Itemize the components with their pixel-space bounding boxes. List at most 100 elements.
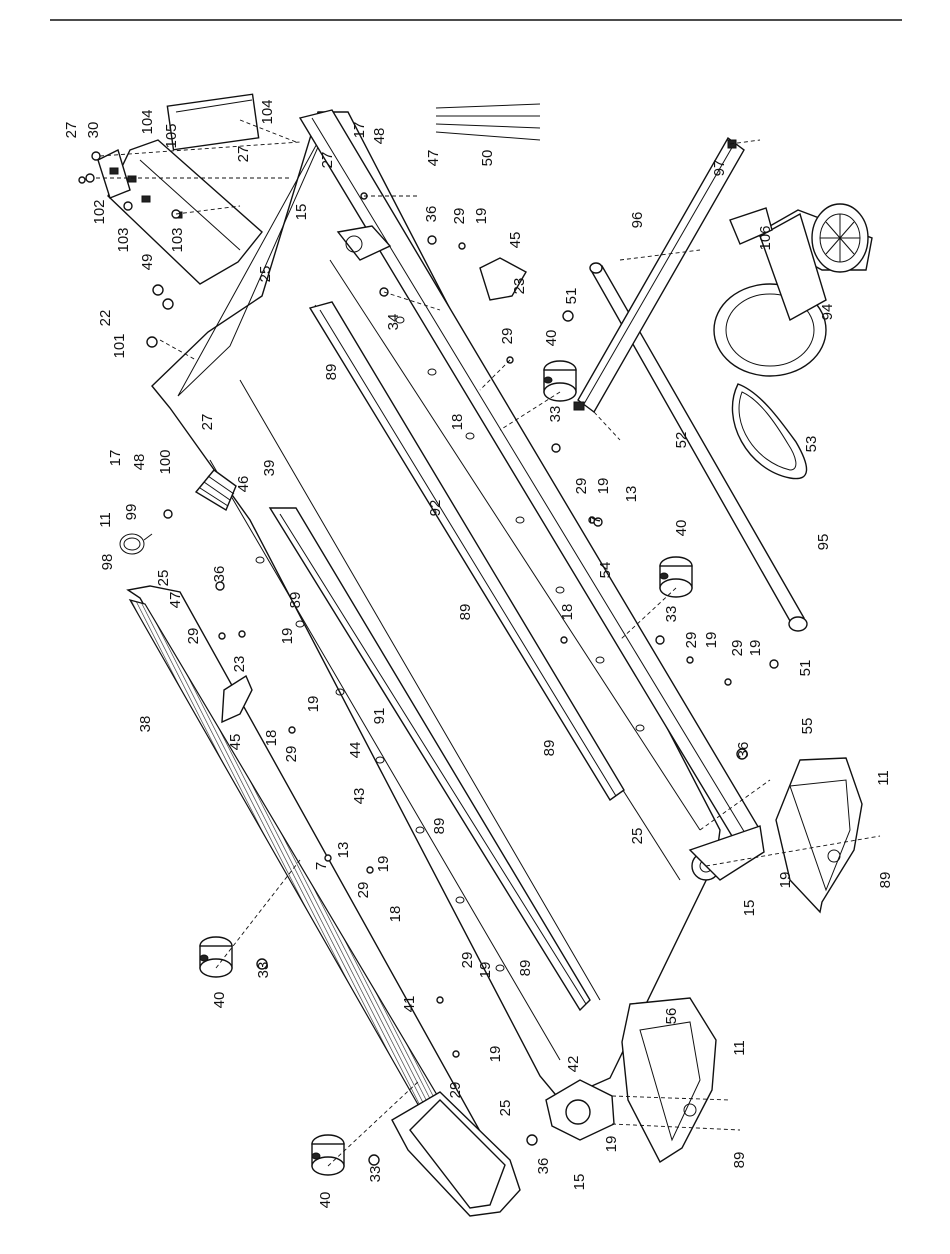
part-number-label-11b: 11 [875,770,892,786]
part-number-label-44: 44 [347,742,364,759]
part-number-label-22: 22 [97,310,114,327]
part-number-label-89a: 89 [323,364,340,381]
drive-belt [731,383,808,480]
safety-key-cord [119,533,153,555]
leveling-feet [199,360,693,1176]
part-number-label-23b: 23 [231,656,248,673]
part-number-label-11c: 11 [731,1040,748,1056]
part-number-label-103b: 103 [169,227,186,252]
part-number-label-91: 91 [371,708,388,725]
bracket-lower [221,674,253,724]
main-frame [151,109,765,1141]
part-number-label-29c: 29 [573,478,590,495]
part-number-label-89e: 89 [431,818,448,835]
part-number-label-30: 30 [85,122,102,139]
part-number-label-29a: 29 [451,208,468,225]
part-number-label-98: 98 [99,554,116,571]
part-number-label-55: 55 [799,718,816,735]
front-pulley [194,469,237,512]
part-number-label-95: 95 [815,534,832,551]
inner-rails [268,301,625,1012]
part-number-label-19h: 19 [777,872,794,889]
part-number-label-89g: 89 [517,960,534,977]
part-number-label-89h: 89 [731,1152,748,1169]
part-number-label-102: 102 [91,199,108,224]
part-number-label-52: 52 [673,432,690,449]
part-number-label-50: 50 [479,150,496,167]
part-number-label-99: 99 [123,504,140,521]
part-number-label-47b: 47 [167,592,184,609]
part-number-label-96: 96 [629,212,646,229]
part-number-label-33a: 33 [547,406,564,423]
part-number-label-19e: 19 [305,696,322,713]
part-number-label-89d: 89 [541,740,558,757]
part-number-label-29b: 29 [499,328,516,345]
part-number-label-40c: 40 [211,992,228,1009]
part-number-label-25c: 25 [629,828,646,845]
part-number-label-29d: 29 [683,632,700,649]
part-number-label-38: 38 [137,716,154,733]
part-number-label-17b: 17 [107,450,124,467]
part-number-label-17a: 17 [351,122,368,139]
part-number-label-49: 49 [139,254,156,271]
part-number-label-47a: 47 [425,150,442,167]
part-number-label-25b: 25 [155,570,172,587]
bracket-upper [479,257,527,301]
part-number-label-29g: 29 [283,746,300,763]
part-number-label-40d: 40 [317,1192,334,1209]
part-number-label-33c: 33 [255,962,272,979]
part-number-label-18b: 18 [559,604,576,621]
part-number-label-27d: 27 [199,414,216,431]
part-number-label-7b: 7 [313,862,330,870]
part-number-label-19g: 19 [375,856,392,873]
part-number-label-13a: 13 [623,486,640,503]
part-number-label-45a: 45 [507,232,524,249]
part-number-label-33d: 33 [367,1166,384,1183]
part-number-label-15b: 15 [741,900,758,917]
part-number-label-40b: 40 [673,520,690,537]
part-number-label-36c: 36 [735,742,752,759]
part-number-label-19f: 19 [279,628,296,645]
cross-tube [573,136,745,414]
part-number-label-46: 46 [235,476,252,493]
motor-control-board [97,93,263,285]
rear-endcap-left [621,997,717,1164]
part-number-label-29j: 29 [447,1082,464,1099]
front-roller [589,262,808,632]
part-number-label-23a: 23 [511,278,528,295]
part-number-label-92: 92 [427,500,444,517]
part-number-label-33b: 33 [663,606,680,623]
part-number-label-101: 101 [111,333,128,358]
part-number-label-41: 41 [401,996,418,1013]
part-number-label-19i: 19 [477,962,494,979]
part-number-label-89c: 89 [457,604,474,621]
left-side-rail [126,585,521,1217]
part-number-label-53: 53 [803,436,820,453]
part-number-label-19d: 19 [747,640,764,657]
part-number-label-19c: 19 [703,632,720,649]
part-number-label-56: 56 [663,1008,680,1025]
part-number-label-36a: 36 [423,206,440,223]
part-number-label-54: 54 [597,562,614,579]
part-number-label-29f: 29 [185,628,202,645]
part-number-label-103a: 103 [115,227,132,252]
part-number-label-106: 106 [757,225,774,250]
part-number-label-25d: 25 [497,1100,514,1117]
leader-lines [96,119,881,1167]
part-number-label-29e: 29 [729,640,746,657]
part-number-label-100: 100 [157,449,174,474]
part-number-label-48a: 48 [371,128,388,145]
part-number-label-11a: 11 [97,512,114,528]
part-number-label-27c: 27 [319,152,336,169]
part-number-label-51b: 51 [797,660,814,677]
part-number-label-51a: 51 [563,288,580,305]
rear-endcap-right [775,757,863,914]
part-number-label-18d: 18 [387,906,404,923]
part-number-label-15a: 15 [293,204,310,221]
part-number-label-89b: 89 [287,592,304,609]
part-number-label-39: 39 [261,460,278,477]
wire-ties [435,103,541,141]
